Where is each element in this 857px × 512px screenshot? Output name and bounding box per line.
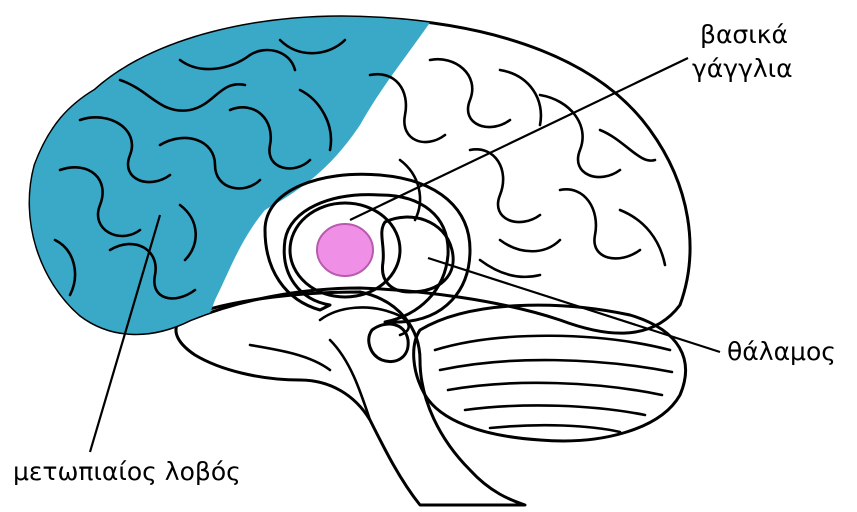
leader-basal-ganglia	[349, 57, 689, 221]
leader-frontal-lobe	[88, 214, 162, 453]
brainstem	[174, 290, 527, 507]
label-basal-ganglia-line2: γάγγλια	[692, 54, 793, 83]
label-thalamus: θάλαμος	[727, 337, 836, 366]
corpus-arc	[318, 306, 410, 337]
cerebellum	[412, 303, 688, 443]
leader-thalamus	[427, 256, 721, 354]
brainstem-details	[248, 338, 372, 422]
label-basal-ganglia-line1: βασικά	[700, 20, 788, 49]
basal-ganglia-core	[316, 223, 374, 277]
frontal-lobe-region	[30, 16, 445, 334]
label-frontal-lobe: μετωπιαίος λοβός	[13, 457, 241, 486]
basal-ganglia-putamen	[288, 201, 402, 299]
cerebellum-folia	[433, 334, 674, 434]
pink-body	[367, 322, 410, 364]
thalamus-region	[380, 215, 455, 294]
cerebral-folds	[53, 38, 667, 300]
